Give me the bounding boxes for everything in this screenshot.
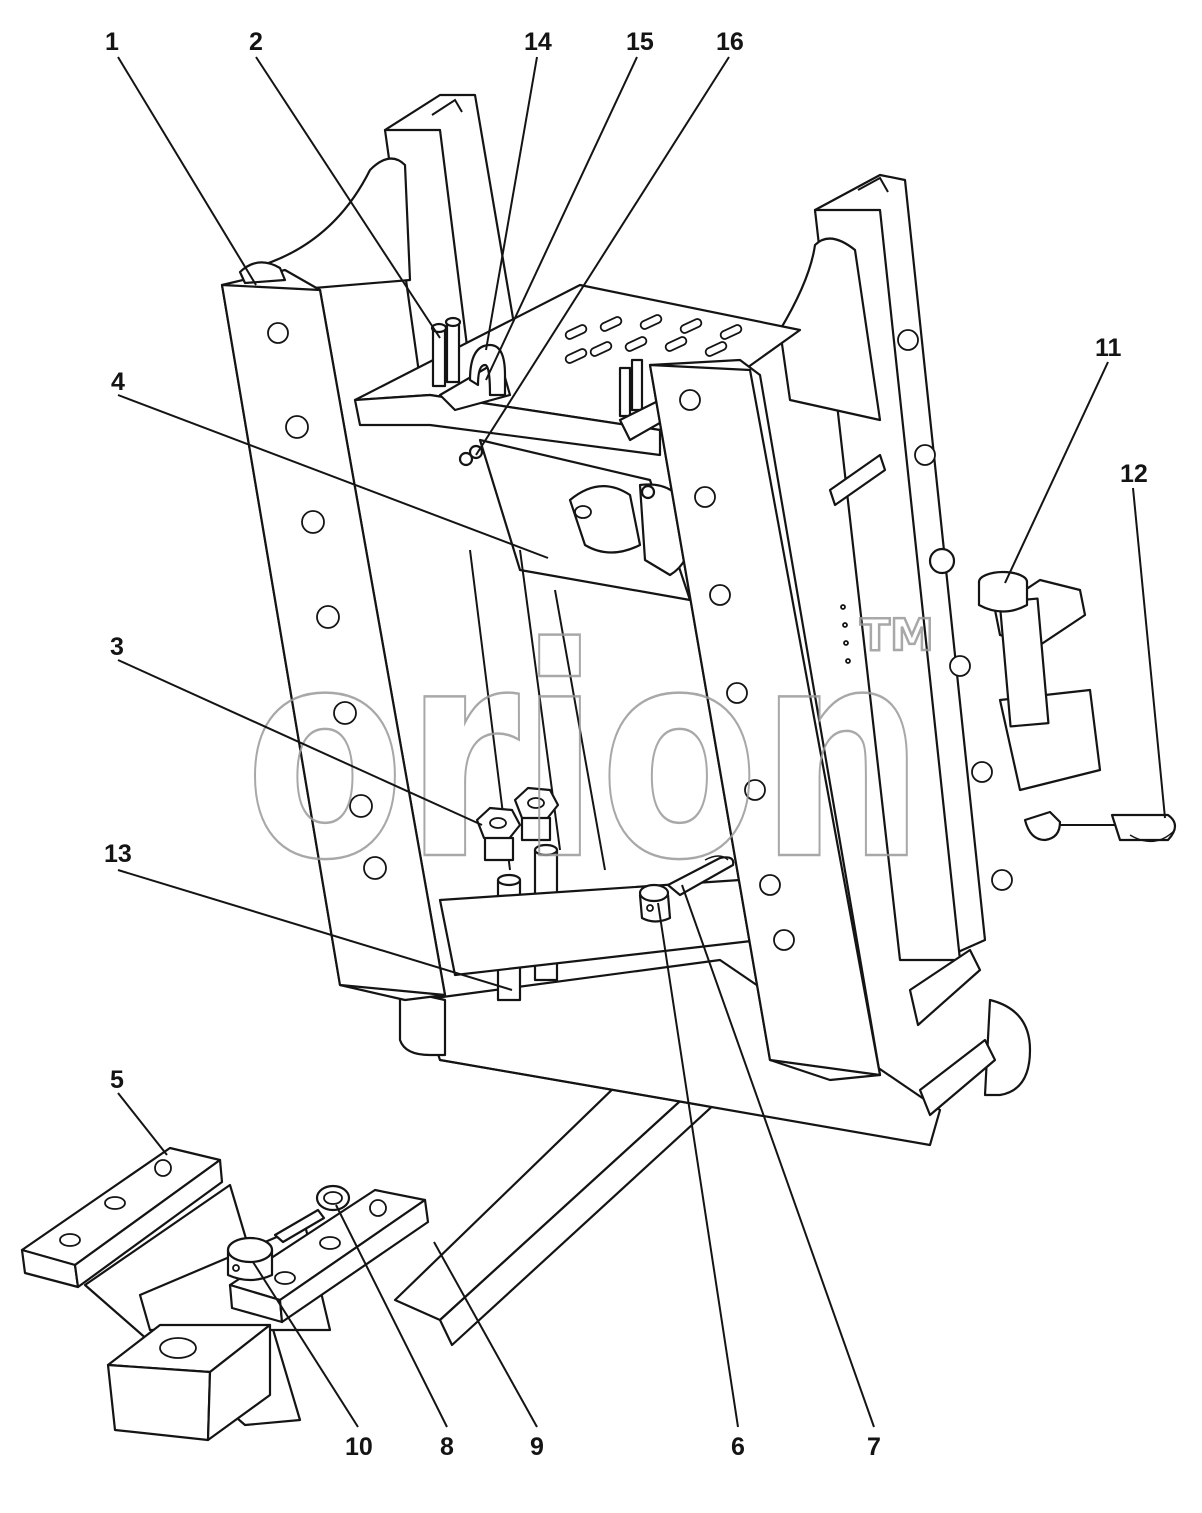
hinge-casting bbox=[458, 438, 692, 602]
callout-1: 1 bbox=[105, 28, 119, 56]
callout-5: 5 bbox=[110, 1066, 124, 1094]
callout-6: 6 bbox=[731, 1433, 745, 1461]
callout-16: 16 bbox=[716, 28, 744, 56]
leader-15 bbox=[485, 56, 638, 381]
leader-9 bbox=[433, 1241, 538, 1428]
callout-7: 7 bbox=[867, 1433, 881, 1461]
leader-3 bbox=[117, 659, 483, 826]
leader-10 bbox=[252, 1261, 359, 1428]
leader-lines bbox=[117, 56, 1166, 1428]
callout-13: 13 bbox=[104, 840, 132, 868]
leader-2 bbox=[255, 56, 441, 339]
left-web bbox=[243, 157, 412, 292]
leader-7 bbox=[681, 884, 875, 1428]
callout-2: 2 bbox=[249, 28, 263, 56]
callout-11: 11 bbox=[1095, 334, 1122, 362]
callout-4: 4 bbox=[111, 368, 125, 396]
leader-16 bbox=[475, 56, 730, 456]
callout-15: 15 bbox=[626, 28, 654, 56]
watermark: orion TM bbox=[244, 586, 935, 926]
leader-11 bbox=[1004, 361, 1109, 584]
leader-13 bbox=[117, 869, 513, 991]
pin-and-clip bbox=[638, 855, 735, 923]
front-right-upright bbox=[648, 329, 1013, 1117]
leader-12 bbox=[1132, 487, 1166, 819]
callout-12: 12 bbox=[1120, 460, 1148, 488]
callout-3: 3 bbox=[110, 633, 124, 661]
callout-labels: 1 2 14 15 16 4 11 12 3 13 5 10 8 9 6 7 bbox=[104, 28, 1148, 1461]
leader-4 bbox=[117, 394, 549, 559]
watermark-trademark: TM bbox=[860, 610, 934, 661]
callout-8: 8 bbox=[440, 1433, 454, 1461]
callout-14: 14 bbox=[524, 28, 552, 56]
callout-10: 10 bbox=[345, 1433, 373, 1461]
leader-8 bbox=[335, 1204, 448, 1428]
hitch-block-assembly bbox=[20, 1146, 430, 1442]
callout-9: 9 bbox=[530, 1433, 544, 1461]
bolt-pair bbox=[430, 316, 667, 442]
leader-14 bbox=[485, 56, 538, 351]
right-web bbox=[778, 237, 882, 422]
leader-6 bbox=[657, 902, 739, 1428]
side-pin-housing bbox=[977, 570, 1177, 843]
hex-nuts bbox=[475, 786, 560, 862]
leader-1 bbox=[117, 56, 257, 286]
leader-5 bbox=[117, 1092, 168, 1156]
watermark-text: orion bbox=[245, 587, 925, 924]
plate-slots bbox=[564, 314, 743, 364]
